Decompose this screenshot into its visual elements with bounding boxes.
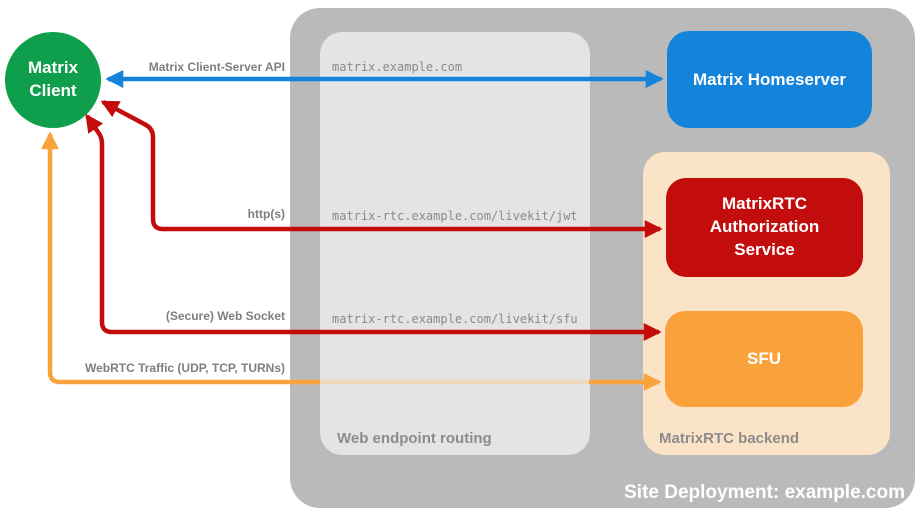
webrtc-traffic-label: WebRTC Traffic (UDP, TCP, TURNs) <box>84 361 285 375</box>
web-socket-label: (Secure) Web Socket <box>165 309 285 323</box>
endpoint-livekit-jwt: matrix-rtc.example.com/livekit/jwt <box>332 209 578 223</box>
matrixrtc-auth-service-node: MatrixRTC Authorization Service <box>666 178 863 277</box>
matrixrtc-auth-service-label: MatrixRTC Authorization Service <box>709 194 820 259</box>
matrix-homeserver-label: Matrix Homeserver <box>692 69 847 89</box>
endpoint-livekit-sfu: matrix-rtc.example.com/livekit/sfu <box>332 312 578 326</box>
https-label: http(s) <box>247 207 285 221</box>
site-deployment-label: Site Deployment: example.com <box>624 482 905 503</box>
matrix-client-node: Matrix Client <box>5 32 101 128</box>
sfu-node: SFU <box>665 311 863 407</box>
web-endpoint-routing-label: Web endpoint routing <box>337 430 492 447</box>
endpoint-matrix-example-com: matrix.example.com <box>332 60 463 74</box>
matrix-homeserver-node: Matrix Homeserver <box>667 31 872 128</box>
matrix-client-label: Matrix Client <box>27 58 79 100</box>
sfu-label: SFU <box>747 349 781 368</box>
web-endpoint-routing-box <box>320 32 590 455</box>
webrtc-traffic-arrow <box>41 131 320 385</box>
matrixrtc-backend-label: MatrixRTC backend <box>659 430 800 447</box>
